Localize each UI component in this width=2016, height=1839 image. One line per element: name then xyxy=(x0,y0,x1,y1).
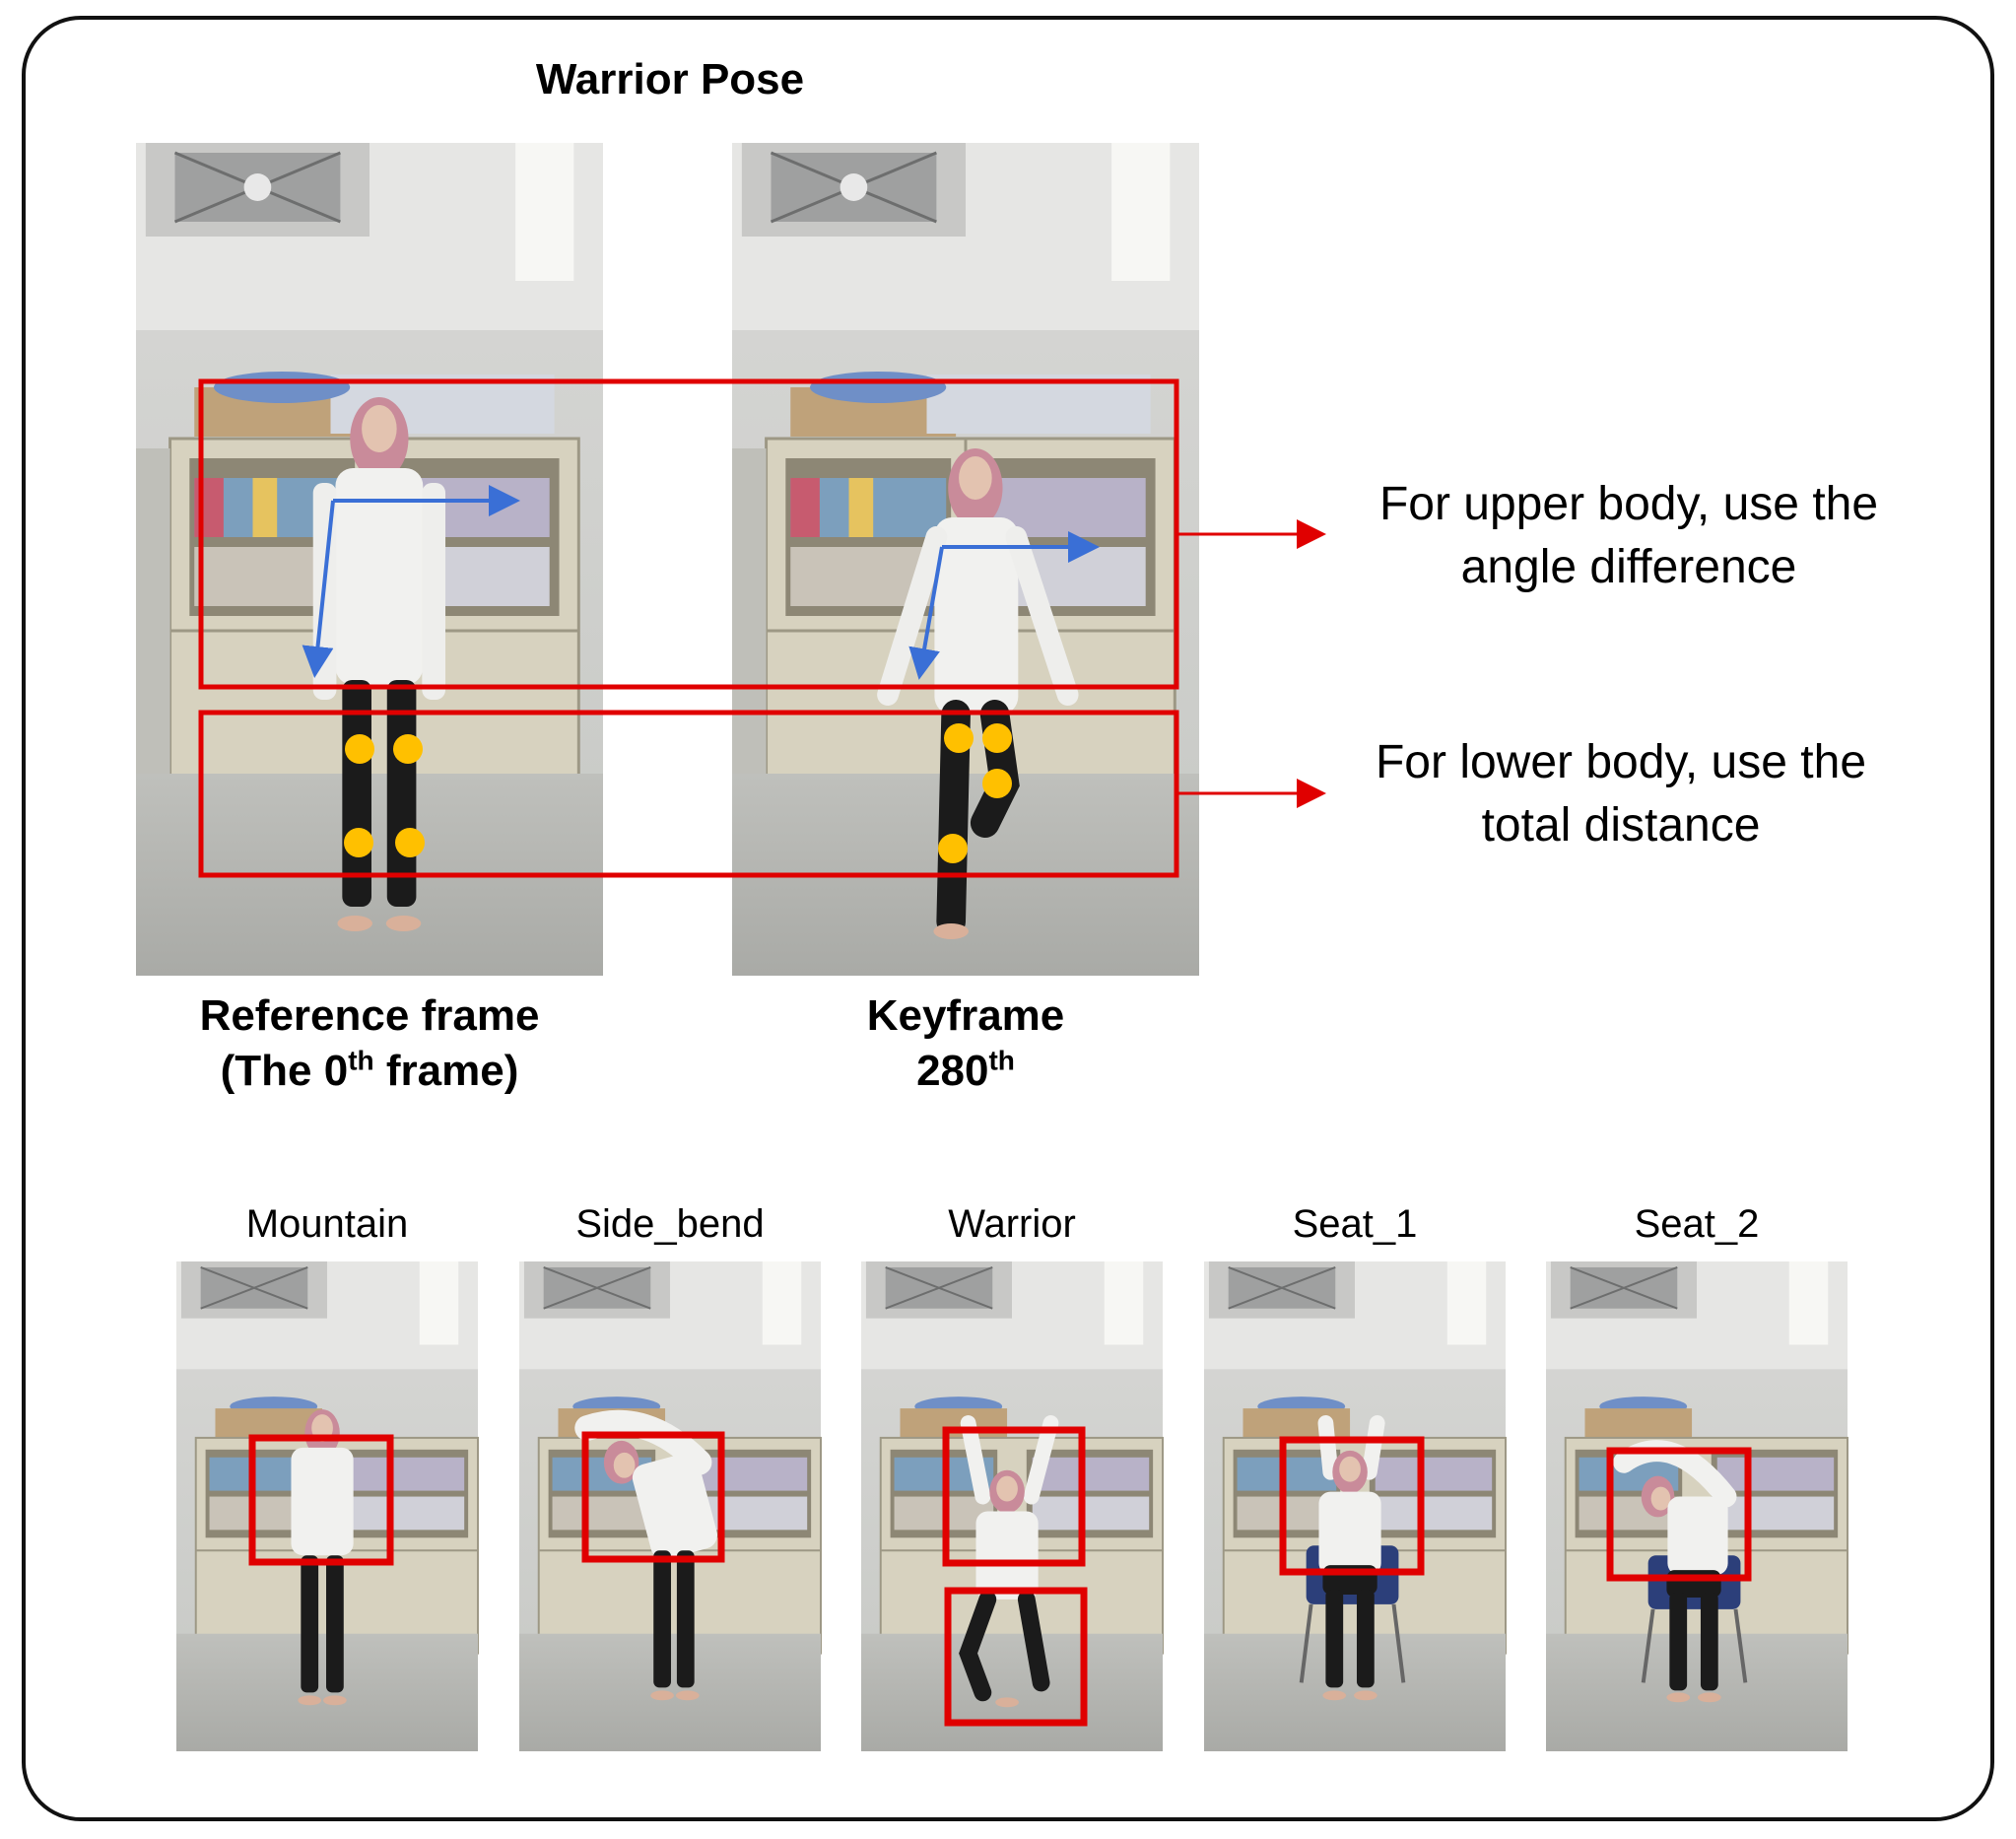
keyframe-caption-line2: 280th xyxy=(916,1045,1015,1095)
warrior-lower-box xyxy=(944,1587,1088,1727)
pose-photo-mountain xyxy=(175,1260,479,1752)
warrior-upper-box xyxy=(942,1426,1086,1567)
pose-label-seat-2: Seat_2 xyxy=(1634,1202,1760,1246)
pose-photo-seat-2 xyxy=(1545,1260,1848,1752)
reference-keypoints xyxy=(344,734,425,857)
lower-annotation-line1: For lower body, use the xyxy=(1375,736,1867,788)
keyframe-caption-line1: Keyframe xyxy=(866,991,1065,1040)
mountain-upper-box xyxy=(248,1434,394,1566)
pose-photo-side-bend xyxy=(518,1260,822,1752)
pose-label-seat-1: Seat_1 xyxy=(1292,1202,1418,1246)
reference-caption-line2: (The 0th frame) xyxy=(220,1045,519,1095)
lower-body-annotation: For lower body, use the total distance xyxy=(1320,731,1921,857)
pose-photo-seat-1 xyxy=(1203,1260,1507,1752)
keyframe-keypoints xyxy=(938,723,1012,863)
pose-label-mountain: Mountain xyxy=(245,1202,409,1246)
upper-body-annotation: For upper body, use the angle difference xyxy=(1328,473,1929,599)
figure-title: Warrior Pose xyxy=(535,55,805,103)
reference-caption-line1: Reference frame xyxy=(199,991,540,1040)
reference-frame-caption: Reference frame (The 0th frame) xyxy=(136,988,603,1099)
pose-photo-warrior xyxy=(860,1260,1164,1752)
upper-annotation-line1: For upper body, use the xyxy=(1378,478,1879,530)
pose-label-warrior: Warrior xyxy=(948,1202,1076,1246)
pose-highlight-boxes xyxy=(248,1426,1752,1727)
seat-1-upper-box xyxy=(1279,1436,1425,1576)
keyframe-angle-vectors xyxy=(908,531,1100,680)
reference-angle-vectors xyxy=(302,485,520,678)
upper-annotation-line2: angle difference xyxy=(1460,541,1797,593)
keyframe-caption: Keyframe 280th xyxy=(732,988,1199,1099)
pose-label-side-bend: Side_bend xyxy=(575,1202,765,1246)
seat-2-upper-box xyxy=(1606,1447,1752,1582)
lower-annotation-line2: total distance xyxy=(1481,799,1761,851)
side-bend-upper-box xyxy=(581,1431,725,1563)
